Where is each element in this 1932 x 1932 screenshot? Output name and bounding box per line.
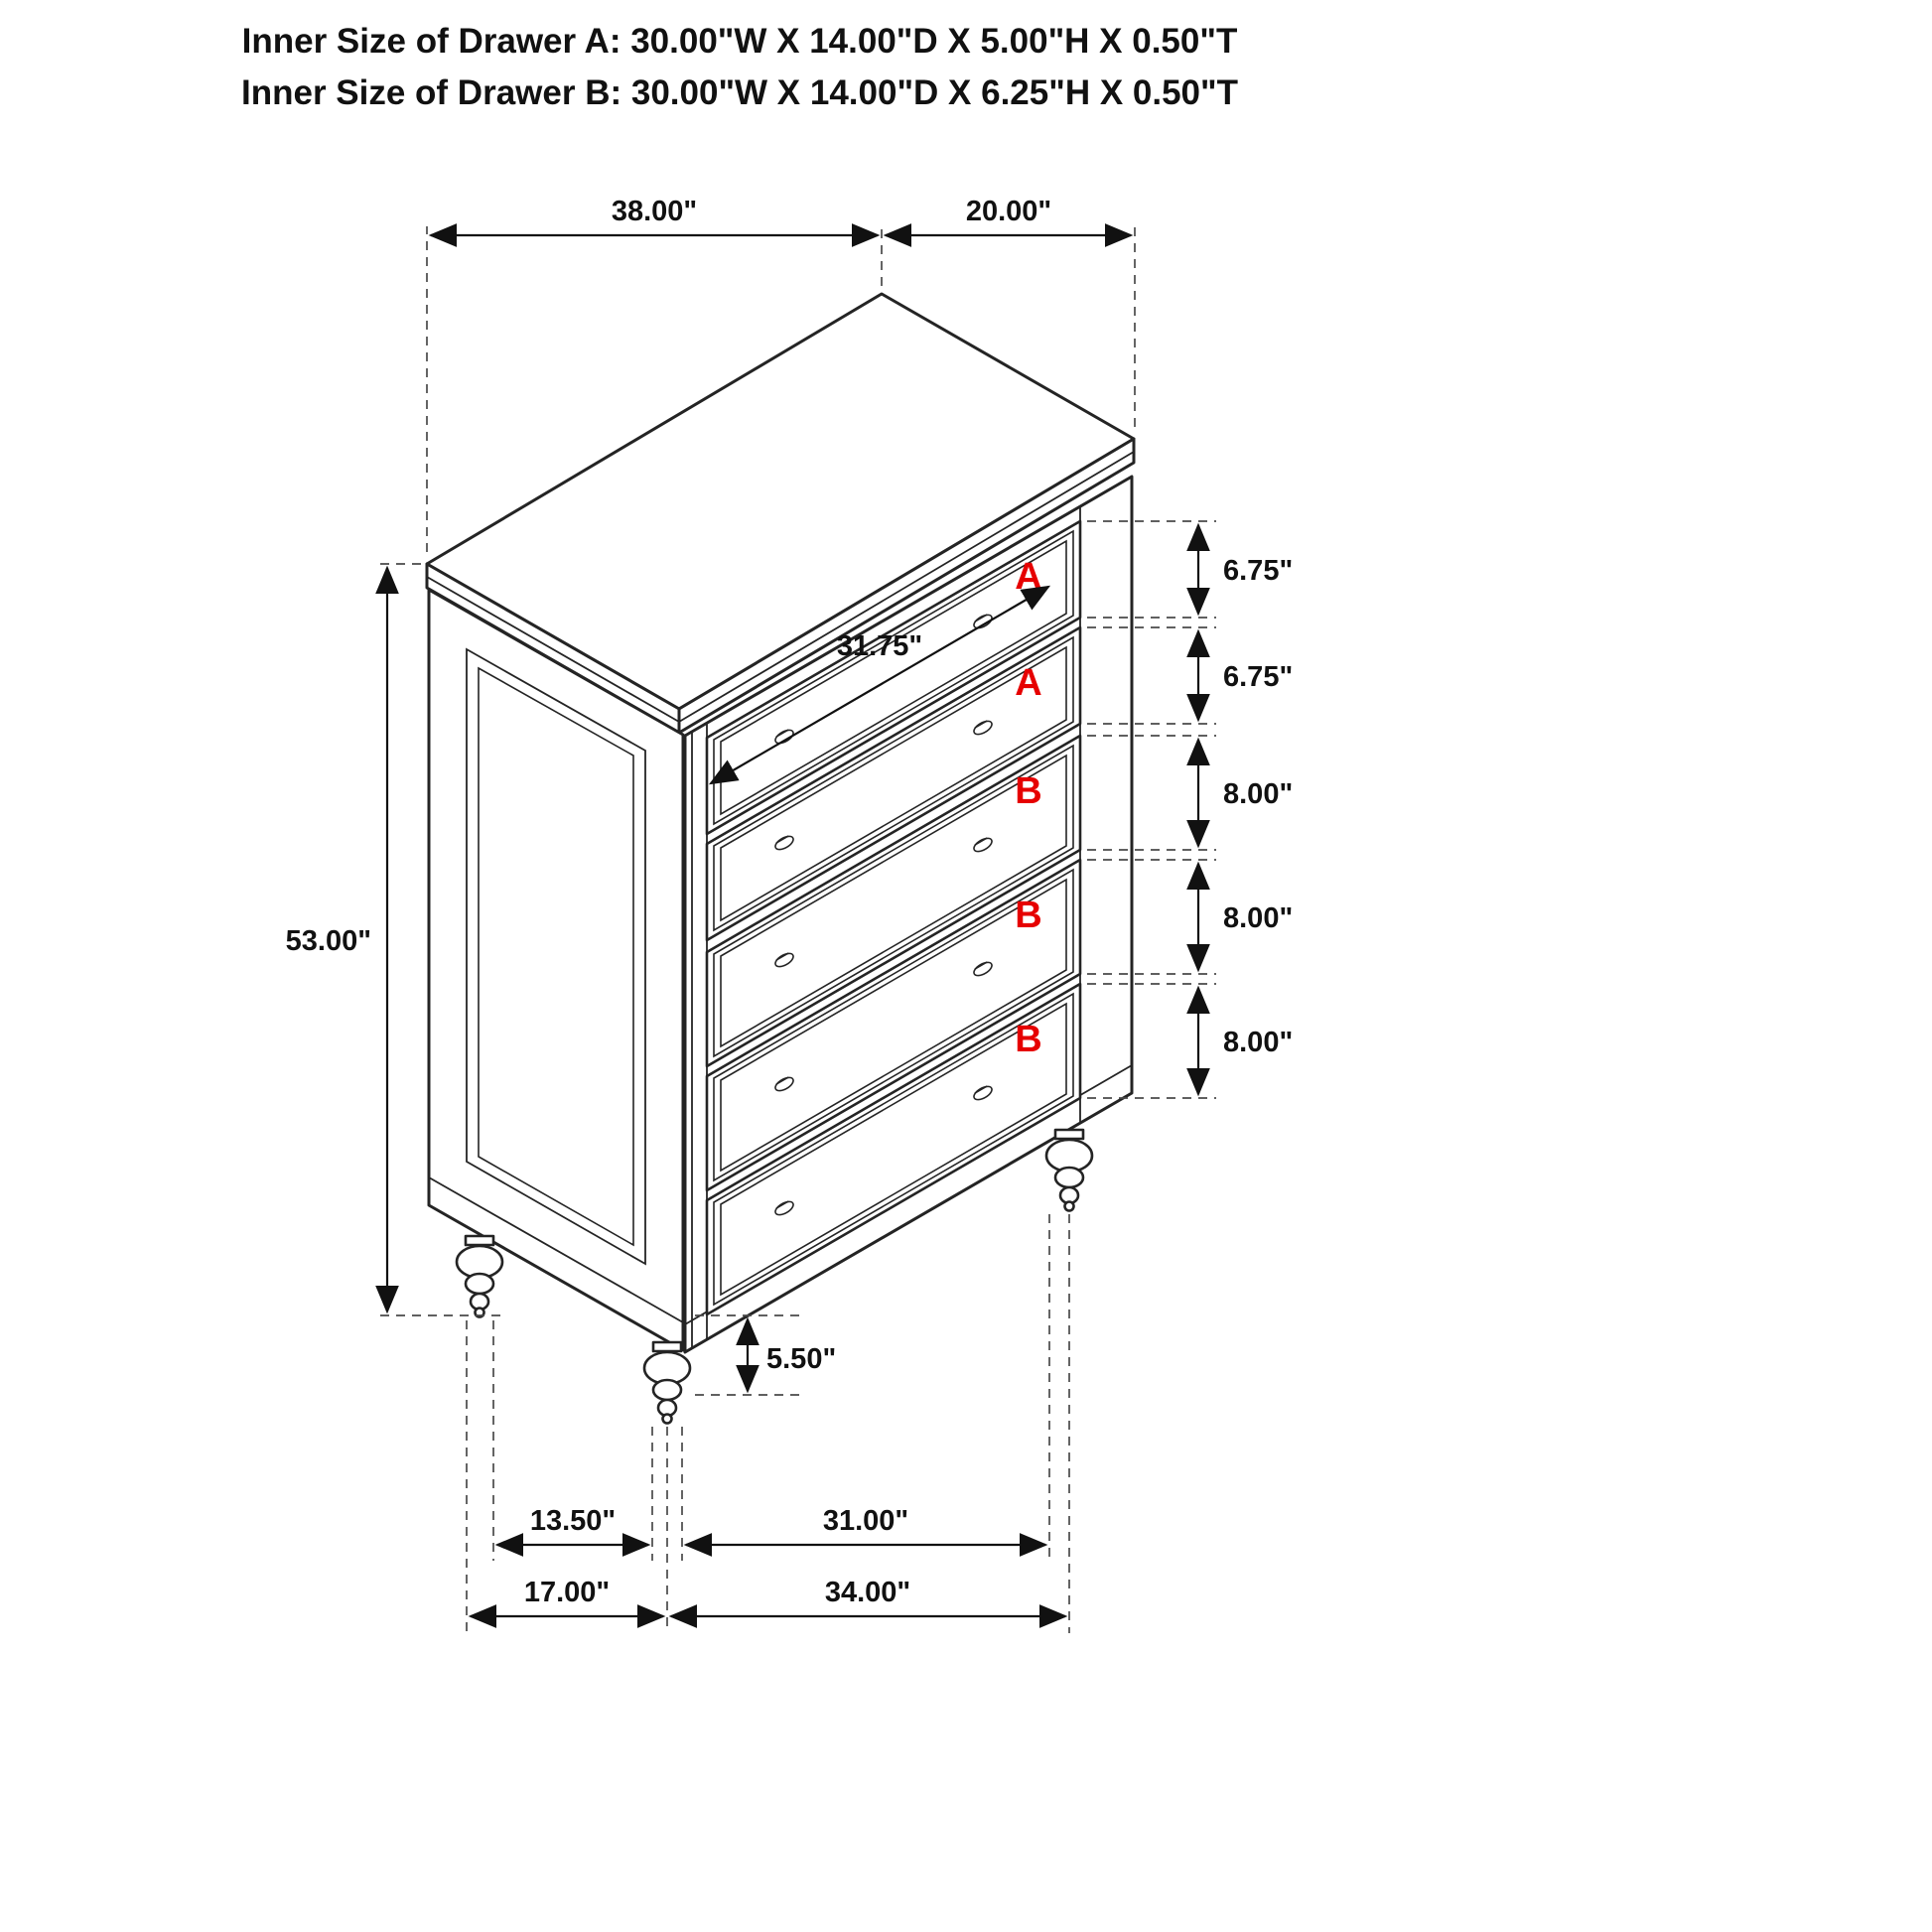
drawer-5-handle-right	[973, 1085, 993, 1101]
title-line-1: Inner Size of Drawer A: 30.00"W X 14.00"…	[241, 22, 1238, 61]
dim-top-depth-label: 20.00"	[966, 196, 1051, 227]
drawer-2-label: A	[1015, 662, 1041, 704]
drawer-5-front	[705, 982, 1082, 1316]
drawer-4-bevel	[713, 868, 1074, 1182]
dim-drawer-2-height-label: 6.75"	[1223, 661, 1293, 693]
dim-overall-height-label: 53.00"	[286, 925, 371, 957]
drawer-4-panel	[720, 878, 1067, 1173]
dimension-drawer-heights: 6.75" 6.75" 8.00" 8.00" 8.00"	[1087, 520, 1293, 1099]
drawer-5-label: B	[1015, 1019, 1041, 1060]
drawer-4-handle-left	[774, 1076, 794, 1092]
dim-top-width-label: 38.00"	[612, 196, 697, 227]
dim-foot-width-outer-label: 34.00"	[825, 1577, 910, 1608]
drawer-3-panel	[720, 754, 1067, 1048]
drawer-3-bevel	[713, 744, 1074, 1058]
drawer-4-label: B	[1015, 895, 1041, 936]
side-panel-recess	[466, 647, 646, 1266]
dim-drawer-4-height-label: 8.00"	[1223, 902, 1293, 934]
dim-leg-height-label: 5.50"	[766, 1343, 836, 1375]
drawer-4-handle-right	[973, 961, 993, 977]
dimension-top: 38.00" 20.00"	[426, 196, 1136, 552]
drawer-3	[705, 734, 1082, 1068]
dimension-bottom: 13.50" 31.00" 17.00" 34.00"	[466, 1214, 1070, 1633]
side-panel	[427, 588, 685, 1352]
dim-drawer-1-height-label: 6.75"	[1223, 555, 1293, 587]
drawer-3-handle-right	[973, 837, 993, 853]
foot-left	[455, 1234, 504, 1318]
dim-foot-depth-outer-label: 17.00"	[524, 1577, 610, 1608]
drawer-5-bevel	[713, 992, 1074, 1307]
dim-foot-width-inner-label: 31.00"	[823, 1505, 908, 1537]
title-line-2: Inner Size of Drawer B: 30.00"W X 14.00"…	[241, 73, 1238, 112]
drawer-3-label: B	[1015, 770, 1041, 812]
drawer-3-handle-left	[774, 952, 794, 968]
side-panel-recess-inner	[478, 666, 634, 1247]
dim-foot-depth-inner-label: 13.50"	[530, 1505, 616, 1537]
dimension-height: 53.00"	[286, 563, 501, 1316]
dimension-drawer-width: 31.75"	[708, 585, 1051, 785]
top-molding-line	[426, 451, 1135, 724]
drawer-4	[705, 858, 1082, 1192]
drawer-2-handle-left	[774, 835, 794, 851]
dim-drawer-5-height-label: 8.00"	[1223, 1027, 1293, 1058]
drawer-1-label: A	[1015, 556, 1041, 598]
dim-line-drawer-width	[708, 585, 1051, 785]
drawer-4-front	[705, 858, 1082, 1192]
chest-drawing	[425, 292, 1136, 1425]
side-panel-outer	[427, 588, 685, 1352]
drawer-5-handle-left	[774, 1200, 794, 1216]
dim-drawer-width-label: 31.75"	[837, 630, 922, 662]
foot-front	[642, 1340, 692, 1425]
drawer-5	[705, 982, 1082, 1316]
dimension-leg-height: 5.50"	[695, 1314, 836, 1396]
foot-right	[1044, 1128, 1094, 1212]
side-base-molding	[428, 1176, 684, 1323]
drawer-5-panel	[720, 1002, 1067, 1297]
drawer-3-front	[705, 734, 1082, 1068]
dim-drawer-3-height-label: 8.00"	[1223, 778, 1293, 810]
title-block: Inner Size of Drawer A: 30.00"W X 14.00"…	[139, 16, 1340, 119]
